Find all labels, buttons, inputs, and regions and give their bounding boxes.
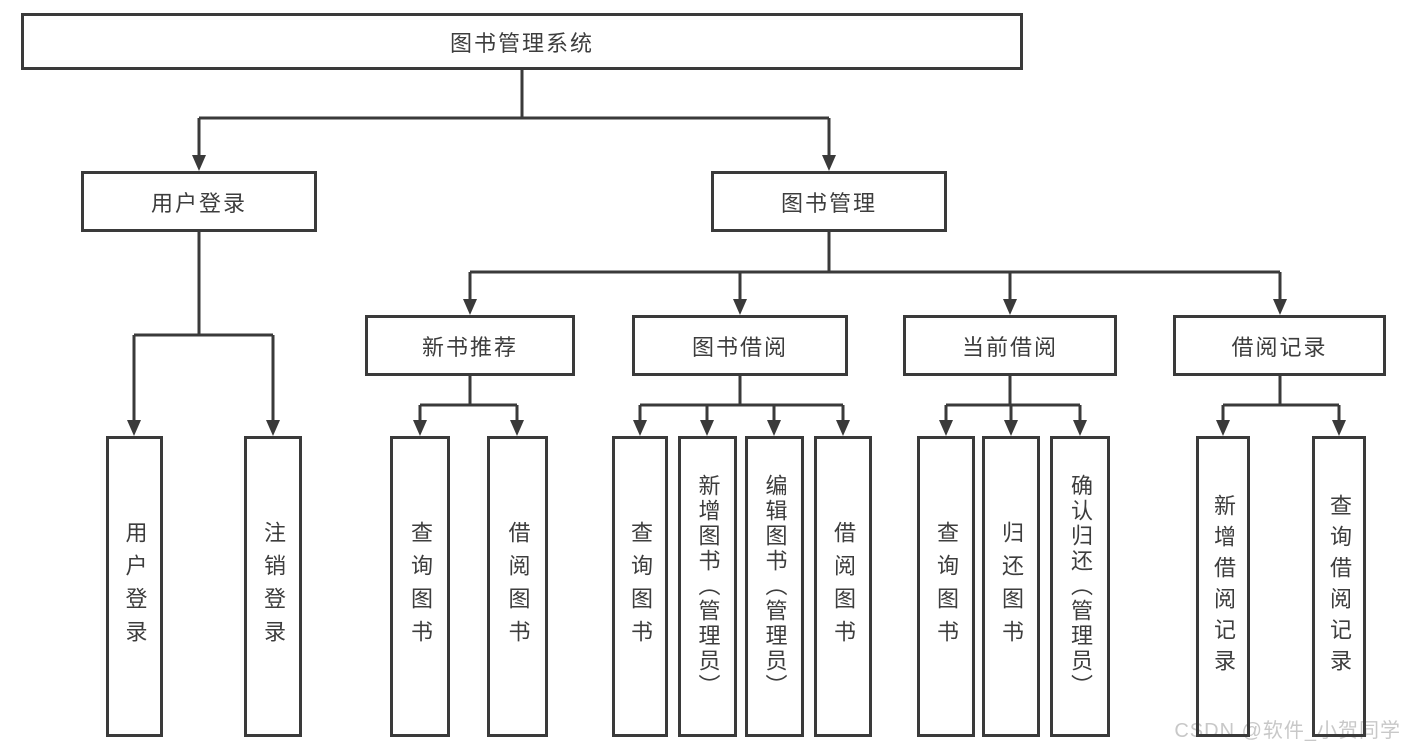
- node-borrow-records: 借阅记录: [1173, 315, 1386, 376]
- leaf-recommend-borrow-books-label: 借阅图书: [505, 520, 531, 653]
- node-new-book-recommend: 新书推荐: [365, 315, 575, 376]
- node-book-management: 图书管理: [711, 171, 947, 232]
- leaf-borrow-edit-books-admin: 编辑图书（管理员）: [745, 436, 804, 737]
- leaf-borrow-edit-books-admin-label: 编辑图书（管理员）: [762, 474, 788, 699]
- leaf-user-login-label: 用户登录: [122, 520, 148, 653]
- leaf-records-query-record: 查询借阅记录: [1312, 436, 1366, 737]
- node-book-borrow: 图书借阅: [632, 315, 848, 376]
- leaf-logout-label: 注销登录: [261, 520, 286, 653]
- leaf-user-login: 用户登录: [106, 436, 163, 737]
- leaf-recommend-borrow-books: 借阅图书: [487, 436, 548, 737]
- leaf-borrow-query-books-label: 查询图书: [628, 520, 653, 653]
- leaf-records-query-record-label: 查询借阅记录: [1327, 493, 1352, 680]
- leaf-records-add-record-label: 新增借阅记录: [1211, 493, 1236, 680]
- leaf-current-return-books-label: 归还图书: [999, 520, 1024, 653]
- leaf-borrow-add-books-admin-label: 新增图书（管理员）: [695, 474, 721, 699]
- leaf-recommend-query-books-label: 查询图书: [408, 520, 433, 653]
- leaf-current-return-books: 归还图书: [982, 436, 1040, 737]
- leaf-current-confirm-return-admin-label: 确认归还（管理员）: [1068, 474, 1093, 699]
- leaf-borrow-borrow-books-label: 借阅图书: [831, 520, 856, 653]
- leaf-borrow-add-books-admin: 新增图书（管理员）: [678, 436, 737, 737]
- leaf-current-confirm-return-admin: 确认归还（管理员）: [1050, 436, 1110, 737]
- node-root-library-system: 图书管理系统: [21, 13, 1023, 70]
- leaf-current-query-books-label: 查询图书: [934, 520, 959, 653]
- leaf-logout: 注销登录: [244, 436, 302, 737]
- leaf-current-query-books: 查询图书: [917, 436, 975, 737]
- leaf-borrow-query-books: 查询图书: [612, 436, 668, 737]
- leaf-records-add-record: 新增借阅记录: [1196, 436, 1250, 737]
- node-user-login: 用户登录: [81, 171, 317, 232]
- leaf-borrow-borrow-books: 借阅图书: [814, 436, 872, 737]
- node-current-borrow: 当前借阅: [903, 315, 1117, 376]
- leaf-recommend-query-books: 查询图书: [390, 436, 450, 737]
